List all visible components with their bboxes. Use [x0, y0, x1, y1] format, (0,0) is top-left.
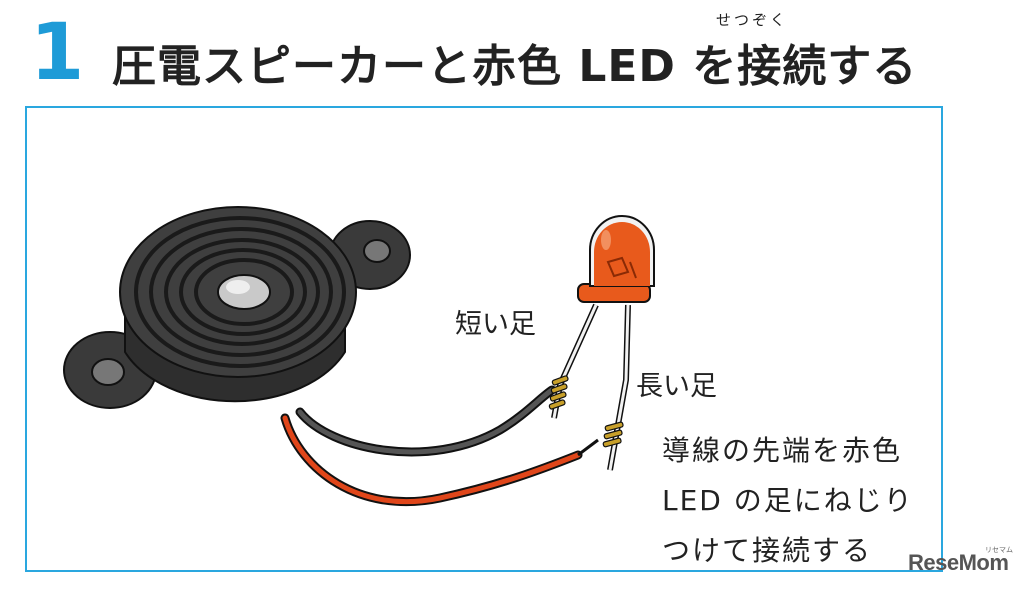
instruction-line: つけて接続する: [662, 534, 873, 567]
instruction-text: 導線の先端を赤色 LED の足にねじり つけて接続する: [662, 426, 914, 576]
title-ruby: せつぞく: [716, 11, 789, 29]
instruction-line: LED の足にねじり: [662, 484, 914, 517]
page-title: 圧電スピーカーと赤色 LED を接続する: [112, 41, 918, 92]
illustration-frame: [25, 106, 943, 572]
twisted-wire-long: [577, 421, 624, 457]
short-leg-label: 短い足: [455, 309, 536, 340]
resemom-logo: ReseMom: [908, 550, 1009, 575]
logo-subtext: リセマム: [985, 546, 1013, 554]
twisted-wire-short: [548, 375, 569, 410]
long-leg-label: 長い足: [636, 371, 717, 402]
piezo-speaker-icon: [63, 206, 411, 409]
instruction-line: 導線の先端を赤色: [662, 434, 903, 467]
red-led-icon: [577, 215, 655, 303]
step-number: 1: [30, 8, 85, 98]
